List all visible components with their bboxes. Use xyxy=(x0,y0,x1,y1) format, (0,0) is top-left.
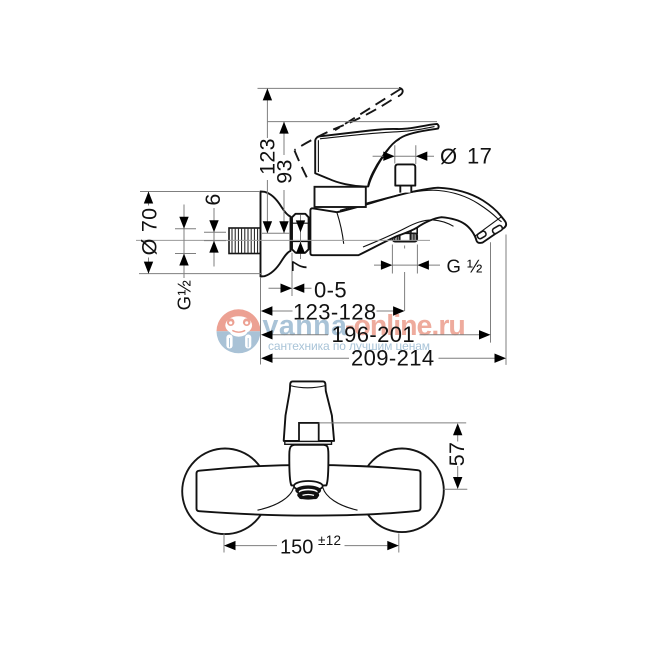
svg-text:150: 150 xyxy=(280,536,313,558)
svg-text:196-201: 196-201 xyxy=(332,322,416,347)
svg-text:17: 17 xyxy=(467,144,492,169)
svg-text:209-214: 209-214 xyxy=(351,346,435,371)
svg-text:93: 93 xyxy=(273,159,297,184)
svg-text:Ø: Ø xyxy=(440,144,458,169)
svg-text:±12: ±12 xyxy=(318,533,341,548)
svg-text:G½: G½ xyxy=(174,280,195,311)
svg-text:7: 7 xyxy=(288,260,312,272)
svg-text:vanna: vanna xyxy=(263,310,349,342)
svg-text:57: 57 xyxy=(445,442,469,467)
svg-text:сантехника по лучшим ценам: сантехника по лучшим ценам xyxy=(268,339,430,353)
svg-text:6: 6 xyxy=(201,193,225,205)
svg-text:Ø 70: Ø 70 xyxy=(138,208,162,256)
svg-text:G ½: G ½ xyxy=(447,256,483,277)
svg-text:0-5: 0-5 xyxy=(314,278,347,303)
svg-text:123-128: 123-128 xyxy=(293,300,377,325)
svg-text:-online.ru: -online.ru xyxy=(345,310,465,342)
svg-text:123: 123 xyxy=(256,138,280,175)
